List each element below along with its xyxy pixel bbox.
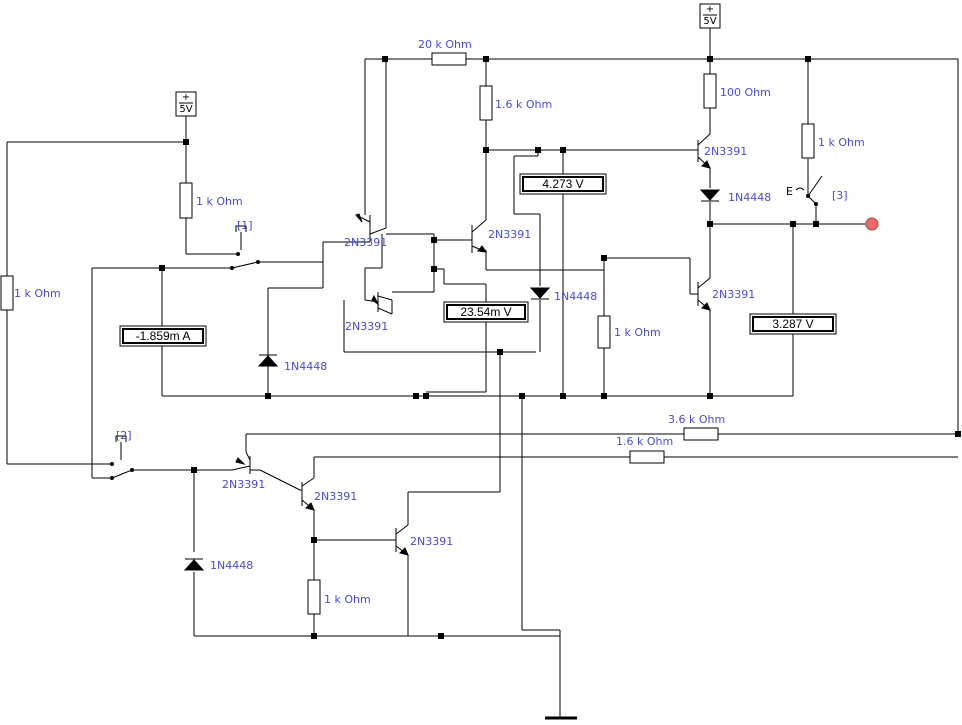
switch-3-key: E xyxy=(786,185,793,198)
voltmeter-right[interactable]: 3.287 V xyxy=(749,313,837,335)
label-r5: 100 Ohm xyxy=(720,86,771,99)
resistor-r3[interactable] xyxy=(431,52,467,66)
label-r4: 1.6 k Ohm xyxy=(495,98,552,111)
wires xyxy=(6,28,959,719)
transistor-q1[interactable] xyxy=(340,213,387,243)
transistor-q3[interactable] xyxy=(465,219,488,253)
transistor-q5[interactable] xyxy=(690,277,711,311)
diode-d4[interactable] xyxy=(183,558,205,571)
label-q6: 2N3391 xyxy=(222,478,265,491)
label-r6: 1 k Ohm xyxy=(818,136,865,149)
label-r7: 1 k Ohm xyxy=(614,326,661,339)
label-q4: 2N3391 xyxy=(704,145,747,158)
transistor-q2[interactable] xyxy=(364,292,393,315)
svg-text:+: + xyxy=(706,4,714,15)
diodes xyxy=(183,189,721,571)
diode-d2[interactable] xyxy=(529,287,551,300)
label-q3: 2N3391 xyxy=(488,228,531,241)
transistor-q6[interactable] xyxy=(231,451,260,474)
power-source-left[interactable]: + 5V xyxy=(175,91,197,117)
diode-d3[interactable] xyxy=(699,189,721,202)
power-source-top[interactable]: + 5V xyxy=(699,3,721,29)
output-probe-led[interactable] xyxy=(865,217,879,231)
label-switch-2: [2] xyxy=(116,429,132,442)
voltmeter-right-reading: 3.287 V xyxy=(772,317,813,331)
junctions xyxy=(159,56,961,639)
voltmeter-top-reading: 4.273 V xyxy=(542,177,583,191)
label-r2: 1 k Ohm xyxy=(14,287,61,300)
label-r10: 1 k Ohm xyxy=(324,593,371,606)
ammeter-left[interactable]: -1.859m A xyxy=(119,325,207,347)
label-d1: 1N4448 xyxy=(284,360,327,373)
voltmeter-center[interactable]: 23.54m V xyxy=(443,301,529,323)
label-q1: 2N3391 xyxy=(344,236,387,249)
power-source-left-label: 5V xyxy=(179,104,192,115)
resistor-r8[interactable] xyxy=(683,427,719,441)
label-r3: 20 k Ohm xyxy=(418,38,472,51)
resistor-r2[interactable] xyxy=(0,275,14,311)
resistor-r1[interactable] xyxy=(179,182,193,219)
power-source-top-label: 5V xyxy=(703,16,716,27)
label-d3: 1N4448 xyxy=(728,191,771,204)
switch-3[interactable] xyxy=(795,175,823,206)
label-q5: 2N3391 xyxy=(712,288,755,301)
label-r9: 1.6 k Ohm xyxy=(616,435,673,448)
switches xyxy=(110,175,823,480)
label-d2: 1N4448 xyxy=(554,290,597,303)
resistors xyxy=(0,52,815,615)
diode-d1[interactable] xyxy=(257,354,279,367)
transistor-q8[interactable] xyxy=(394,524,409,556)
resistor-r10[interactable] xyxy=(307,579,321,615)
resistor-r5[interactable] xyxy=(703,73,717,109)
resistor-r4[interactable] xyxy=(479,85,493,121)
svg-text:+: + xyxy=(182,92,190,103)
resistor-r6[interactable] xyxy=(801,123,815,159)
label-r8: 3.6 k Ohm xyxy=(668,413,725,426)
component-labels: 20 k Ohm 1.6 k Ohm 100 Ohm 1 k Ohm 1 k O… xyxy=(14,38,865,606)
label-switch-1: [1] xyxy=(237,219,253,232)
label-q2: 2N3391 xyxy=(345,320,388,333)
resistor-r7[interactable] xyxy=(597,315,611,349)
label-r1: 1 k Ohm xyxy=(196,195,243,208)
transistors xyxy=(231,133,711,556)
ammeter-left-reading: -1.859m A xyxy=(136,329,191,343)
voltmeter-center-reading: 23.54m V xyxy=(460,305,511,319)
transistor-q4[interactable] xyxy=(690,133,711,169)
label-q7: 2N3391 xyxy=(314,490,357,503)
label-q8: 2N3391 xyxy=(410,535,453,548)
voltmeter-top[interactable]: 4.273 V xyxy=(519,173,607,195)
label-d4: 1N4448 xyxy=(210,559,253,572)
resistor-r9[interactable] xyxy=(629,450,665,464)
switch-2[interactable] xyxy=(110,435,134,480)
transistor-q7[interactable] xyxy=(300,477,315,511)
label-switch-3: [3] xyxy=(832,189,848,202)
switch-1[interactable] xyxy=(230,225,260,270)
